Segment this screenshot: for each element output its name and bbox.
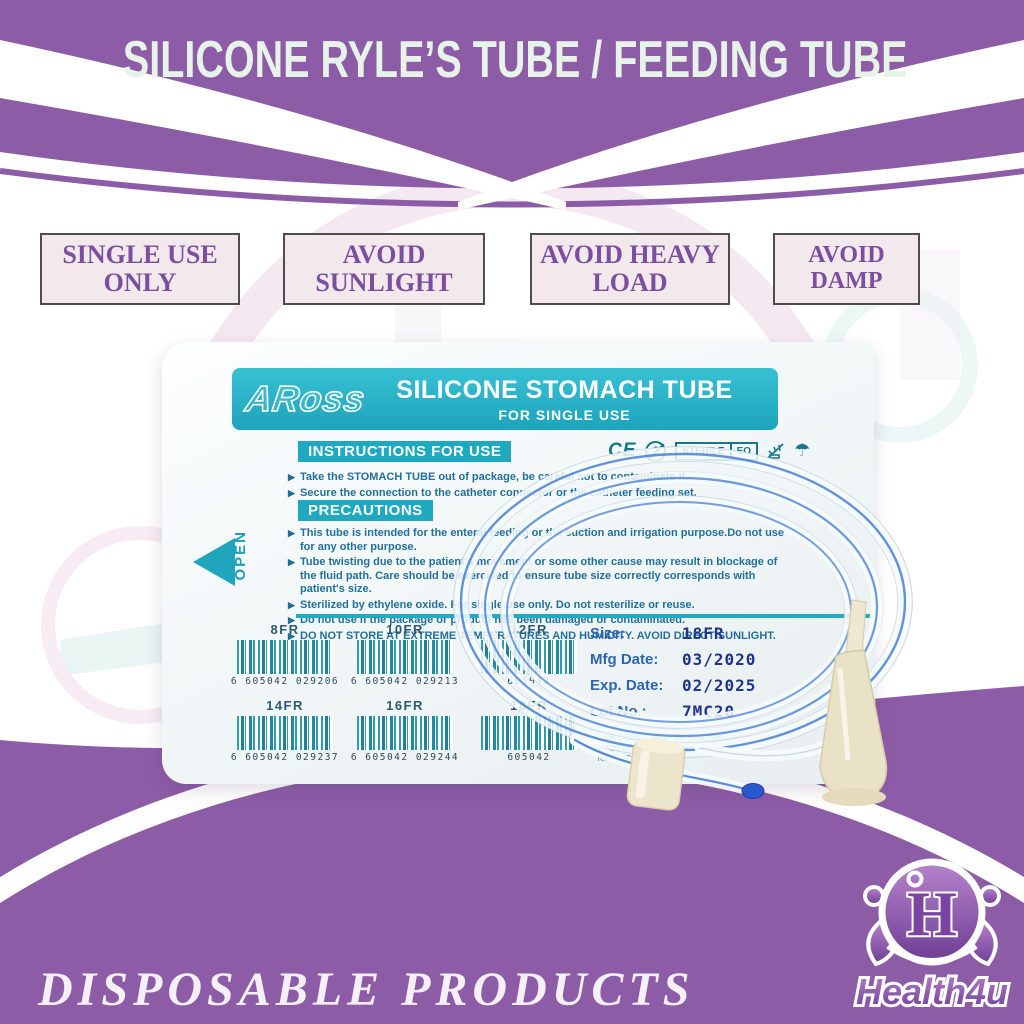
instructions-list: ▶ Take the STOMACH TUBE out of package, b…	[288, 471, 780, 502]
badge-avoid-sunlight: AVOID SUNLIGHT	[283, 233, 485, 305]
barcode-icon	[237, 716, 333, 750]
bullet-icon: ▶	[288, 615, 295, 625]
info-value: 02/2025	[682, 675, 757, 695]
barcode-size: 8FR	[270, 622, 300, 637]
sterile-label: STERILE	[682, 445, 725, 457]
product-subtitle: FOR SINGLE USE	[498, 406, 631, 423]
info-row-lot: Lot No.: 7MC20	[590, 698, 876, 724]
info-value: 7MC20	[682, 701, 736, 721]
open-arrow-icon	[193, 538, 235, 586]
footer-tagline: DISPOSABLE PRODUCTS	[38, 963, 695, 1016]
badge-label: AVOID SUNLIGHT	[315, 239, 453, 297]
open-label: OPEN	[232, 530, 249, 581]
badge-label: AVOID DAMP	[808, 242, 885, 294]
badge-avoid-heavy-load: AVOID HEAVY LOAD	[530, 233, 730, 305]
badge-single-use: SINGLE USE ONLY	[40, 233, 240, 305]
badge-label: SINGLE USE ONLY	[62, 239, 218, 297]
precaution-text: Tube twisting due to the patient's movem…	[300, 556, 778, 595]
instruction-item: ▶ Take the STOMACH TUBE out of package, b…	[288, 471, 780, 485]
precaution-text: This tube is intended for the enteral fe…	[300, 527, 785, 553]
barcode-size: 16FR	[386, 698, 424, 713]
info-label: Mfg Date:	[590, 650, 659, 668]
bullet-icon: ▶	[288, 557, 295, 567]
instruction-item: ▶ Secure the connection to the catheter c…	[288, 487, 780, 501]
product-title: SILICONE STOMACH TUBE	[396, 375, 733, 404]
bullet-icon: ▶	[288, 472, 295, 482]
address-line: 31500 Ipoh, Perak, Malaysia.	[596, 742, 707, 753]
sterile-eo-box: STERILE EO	[675, 441, 759, 461]
barcode-size: 10FR	[386, 622, 424, 637]
barcode-cell-8fr: 8FR 6 605042 029206	[230, 622, 340, 687]
bullet-icon: ▶	[288, 599, 295, 610]
bullet-icon: ▶	[288, 528, 295, 538]
keep-from-sunlight-icon	[767, 443, 784, 459]
barcode-number: 605042	[507, 676, 551, 687]
info-row-exp: Exp. Date: 02/2025	[590, 672, 876, 698]
info-row-size: Size: 18FR	[590, 620, 876, 646]
barcode-cell-14fr: 14FR 6 605042 029237	[230, 698, 340, 763]
manufacturer-address: …cal Suppl… Jalan 20, Tmn. Per… 31500 Ip…	[596, 732, 731, 764]
barcode-cell-16fr: 16FR 6 605042 029244	[350, 698, 460, 763]
barcode-number: 6 605042 029244	[350, 752, 460, 763]
barcode-icon	[357, 640, 453, 674]
precaution-item: ▶ Sterilized by ethylene oxide. For singl…	[288, 599, 788, 613]
eo-label: EO	[729, 443, 756, 459]
info-value: 18FR	[682, 623, 725, 643]
barcode-icon	[481, 716, 577, 750]
info-label: Size:	[590, 624, 626, 642]
barcode-cell-18fr: 18FR 605042	[474, 698, 584, 763]
precaution-item: ▶ Tube twisting due to the patient's move…	[288, 556, 788, 597]
badge-label: AVOID HEAVY LOAD	[540, 239, 720, 297]
certification-icons: CE 2 STERILE EO ☂	[608, 440, 810, 462]
teal-divider	[296, 614, 870, 618]
barcode-size: 18FR	[510, 698, 548, 713]
address-line: Tel 05-321 …	[596, 753, 647, 763]
instruction-text: Take the STOMACH TUBE out of package, be…	[300, 471, 689, 483]
logo-letter: H	[907, 878, 957, 949]
barcode-icon	[481, 640, 577, 674]
precautions-heading: PRECAUTIONS	[298, 500, 433, 521]
barcode-size: 14FR	[266, 698, 304, 713]
barcode-icon	[237, 640, 333, 674]
barcode-number: 6 605042 029237	[230, 752, 340, 763]
barcode-cell-12fr: 12FR 605042	[474, 622, 584, 687]
package-header-bar: ARoss SILICONE STOMACH TUBE FOR SINGLE U…	[232, 368, 778, 430]
instructions-heading: INSTRUCTIONS FOR USE	[298, 441, 512, 462]
do-not-reuse-icon: 2	[645, 440, 667, 462]
ce-mark-icon: CE	[608, 440, 637, 461]
precaution-item: ▶ This tube is intended for the enteral f…	[288, 527, 788, 554]
precaution-text: Sterilized by ethylene oxide. For single…	[300, 598, 695, 611]
barcode-number: 6 605042 029213	[350, 676, 460, 687]
keep-dry-umbrella-icon: ☂	[794, 440, 811, 461]
info-row-mfg: Mfg Date: 03/2020	[590, 646, 876, 672]
page-title: SILICONE RYLE’S TUBE / FEEDING TUBE	[122, 31, 908, 89]
barcode-number: 6 605042 029206	[230, 676, 340, 687]
product-info-panel: Size: 18FR Mfg Date: 03/2020 Exp. Date: …	[590, 620, 876, 724]
info-label: Lot No.:	[590, 702, 647, 720]
address-line: …cal Suppl… Jalan 20, Tmn. Per…	[596, 732, 731, 742]
barcode-size: 12FR	[510, 622, 548, 637]
instruction-text: Secure the connection to the catheter co…	[300, 486, 697, 499]
health4u-emblem-icon: H	[863, 858, 1001, 967]
bullet-icon: ▶	[288, 487, 295, 498]
no-reuse-number: 2	[652, 444, 660, 458]
brand-logo: ARoss	[242, 377, 368, 420]
barcode-cell-10fr: 10FR 6 605042 029213	[350, 622, 460, 687]
bullet-icon: ▶	[288, 630, 295, 641]
health4u-logo: H Health4u	[853, 858, 1011, 1015]
package-titles: SILICONE STOMACH TUBE FOR SINGLE USE	[365, 376, 764, 423]
badge-avoid-damp: AVOID DAMP	[773, 233, 920, 305]
brand-wordmark: Health4u	[856, 971, 1008, 1012]
barcode-icon	[357, 716, 453, 750]
info-label: Exp. Date:	[590, 676, 664, 694]
info-value: 03/2020	[682, 649, 757, 669]
product-package: ARoss SILICONE STOMACH TUBE FOR SINGLE U…	[162, 342, 874, 784]
barcode-number: 605042	[507, 752, 551, 763]
header-banner	[0, 0, 1024, 210]
